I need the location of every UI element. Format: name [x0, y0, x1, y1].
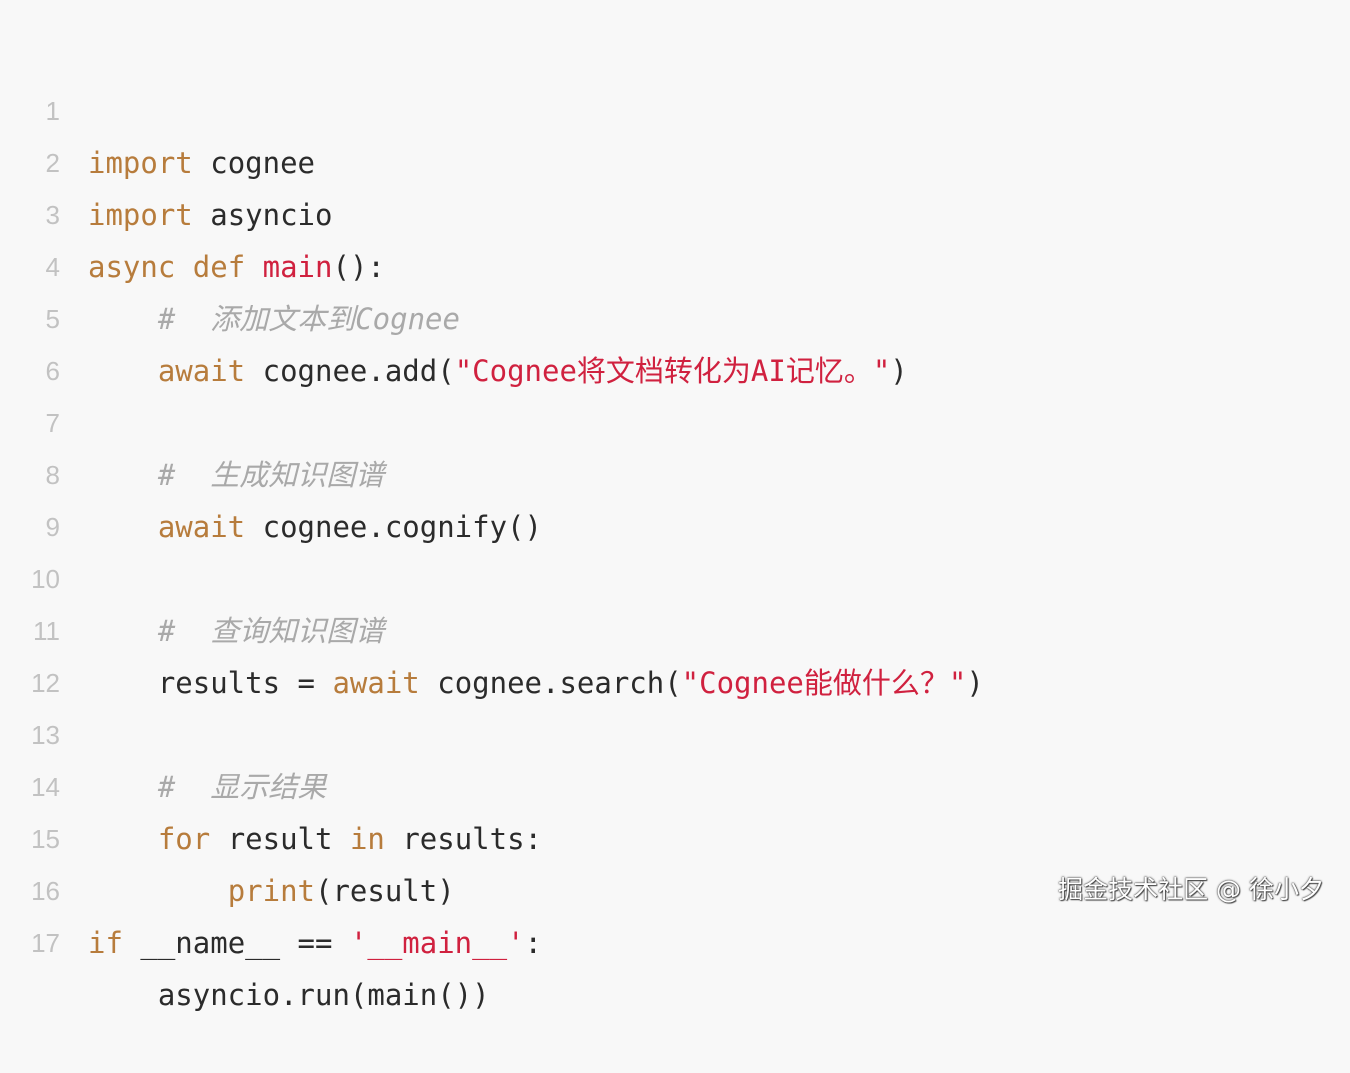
code-block: 1 import cognee 2 import asyncio 3 async… [0, 33, 1350, 1012]
line-number: 5 [45, 304, 60, 334]
line-number: 6 [45, 356, 60, 386]
punctuation: (): [332, 250, 385, 284]
line-number: 14 [31, 772, 60, 802]
code-line-16: 16 if __name__ == '__main__': [0, 813, 1350, 960]
code-line-7: 7 # 生成知识图谱 [0, 345, 1350, 492]
line-number: 15 [31, 824, 60, 854]
code-line-6: 6 [0, 293, 1350, 386]
code-line-12: 12 [0, 605, 1350, 698]
code-line-15: 15 print(result) [0, 761, 1350, 908]
code-content: if __name__ == '__main__': [88, 917, 542, 969]
keyword-in: in [349, 822, 385, 856]
call-expression: cognee.cognify() [262, 510, 542, 544]
code-content: import asyncio [88, 189, 332, 241]
code-line-9: 9 [0, 449, 1350, 542]
keyword-import: import [88, 198, 193, 232]
comparison: __name__ == [140, 926, 350, 960]
keyword-await: await [157, 354, 246, 388]
code-line-8: 8 await cognee.cognify() [0, 397, 1350, 544]
comment: # 显示结果 [157, 770, 327, 804]
code-line-2: 2 import asyncio [0, 85, 1350, 232]
identifier: results: [402, 822, 543, 856]
module-name: asyncio [210, 198, 333, 232]
line-number: 2 [45, 148, 60, 178]
code-line-14: 14 for result in results: [0, 709, 1350, 856]
watermark: 掘金技术社区 @ 徐小夕 [1058, 875, 1324, 904]
line-number: 12 [31, 668, 60, 698]
line-number: 10 [31, 564, 60, 594]
line-number: 1 [45, 96, 60, 126]
code-content: async def main(): [88, 241, 385, 293]
keyword-if: if [88, 926, 123, 960]
comment: # 查询知识图谱 [157, 614, 385, 648]
function-name: main [262, 250, 333, 284]
code-line-1: 1 import cognee [0, 33, 1350, 180]
string-literal: "Cognee将文档转化为AI记忆。" [454, 354, 891, 388]
call-expression: cognee.search( [437, 666, 682, 700]
assignment: results = [157, 666, 333, 700]
call-expression: cognee.add( [262, 354, 455, 388]
code-content: for result in results: [88, 813, 542, 865]
keyword-import: import [88, 146, 193, 180]
code-line-5: 5 await cognee.add("Cognee将文档转化为AI记忆。") [0, 241, 1350, 388]
punctuation: : [524, 926, 542, 960]
keyword-def: def [192, 250, 246, 284]
code-content: import cognee [88, 137, 315, 189]
code-content: # 查询知识图谱 [88, 605, 384, 657]
keyword-await: await [157, 510, 246, 544]
line-number: 17 [31, 928, 60, 958]
code-content: asyncio.run(main()) [88, 969, 490, 1021]
line-number: 11 [33, 616, 60, 646]
line-number: 13 [31, 720, 60, 750]
code-content: # 显示结果 [88, 761, 326, 813]
module-name: cognee [210, 146, 315, 180]
code-content: # 添加文本到Cognee [88, 293, 460, 345]
punctuation: ) [966, 666, 984, 700]
identifier: result [227, 822, 333, 856]
string-literal: "Cognee能做什么？" [681, 666, 967, 700]
keyword-await: await [332, 666, 420, 700]
punctuation: ) [890, 354, 908, 388]
builtin-print: print [227, 874, 315, 908]
call-expression: asyncio.run(main()) [157, 978, 490, 1012]
comment: # 生成知识图谱 [157, 458, 385, 492]
line-number: 7 [45, 408, 60, 438]
comment: # 添加文本到Cognee [157, 302, 460, 336]
code-content: results = await cognee.search("Cognee能做什… [88, 657, 984, 709]
keyword-async: async [88, 250, 176, 284]
keyword-for: for [157, 822, 211, 856]
code-line-4: 4 # 添加文本到Cognee [0, 189, 1350, 336]
line-number: 16 [31, 876, 60, 906]
code-line-13: 13 # 显示结果 [0, 657, 1350, 804]
code-line-3: 3 async def main(): [0, 137, 1350, 284]
code-line-11: 11 results = await cognee.search("Cognee… [0, 553, 1350, 700]
line-number: 3 [45, 200, 60, 230]
line-number: 4 [45, 252, 60, 282]
code-content: await cognee.cognify() [88, 501, 542, 553]
call-args: (result) [315, 874, 455, 908]
code-line-10: 10 # 查询知识图谱 [0, 501, 1350, 648]
code-content: # 生成知识图谱 [88, 449, 384, 501]
line-number: 8 [45, 460, 60, 490]
line-number: 9 [45, 512, 60, 542]
string-literal: '__main__' [349, 926, 525, 960]
code-content: await cognee.add("Cognee将文档转化为AI记忆。") [88, 345, 908, 397]
code-content: print(result) [88, 865, 455, 917]
